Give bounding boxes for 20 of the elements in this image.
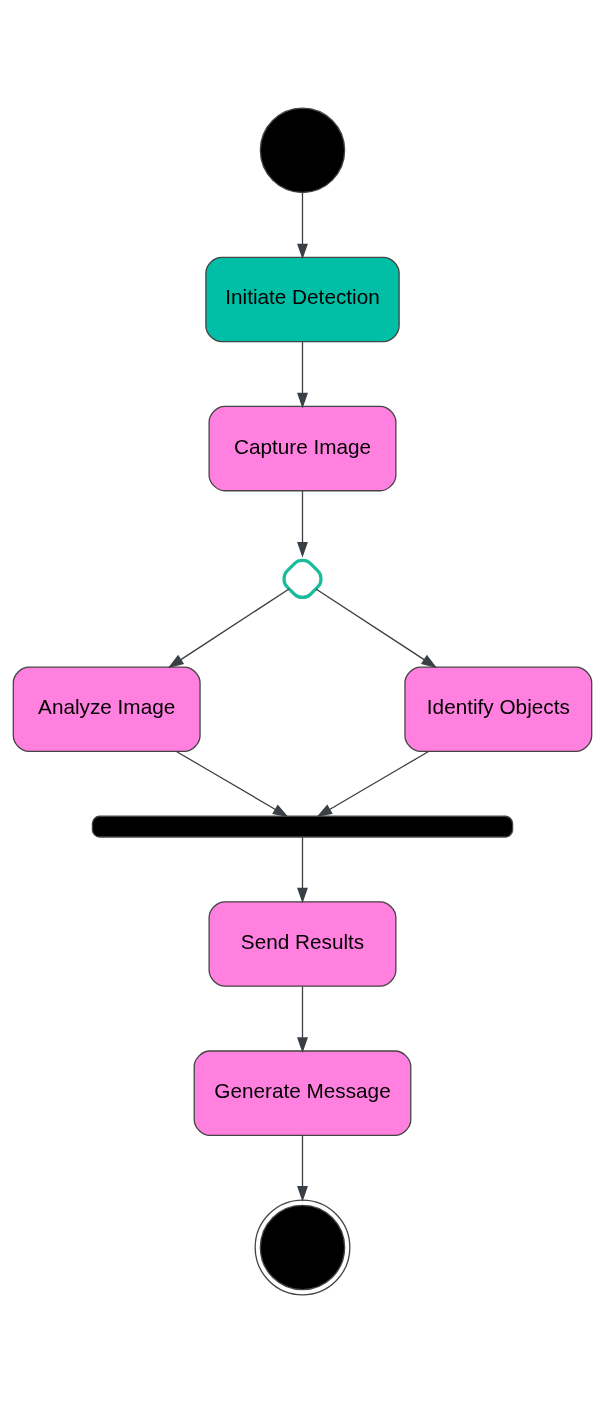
arrow: [297, 985, 308, 1053]
node-box: Generate Message: [193, 1049, 412, 1136]
arrow: [297, 489, 308, 558]
node-box: Initiate Detection: [205, 256, 400, 342]
node-box: Analyze Image: [12, 666, 201, 752]
node-box: Capture Image: [208, 405, 397, 491]
arrow: [168, 587, 290, 668]
arrow: [297, 191, 308, 259]
node-bar: [91, 815, 514, 838]
arrow: [297, 340, 308, 408]
node-box: Identify Objects: [404, 666, 593, 752]
arrow: [297, 836, 308, 903]
node-circle: [254, 1199, 351, 1295]
node-circle: [259, 107, 346, 193]
node-diamond: [282, 558, 323, 599]
arrow: [176, 750, 289, 817]
arrow: [316, 750, 429, 817]
node-box: Send Results: [208, 900, 397, 987]
arrow: [297, 1134, 308, 1202]
arrow: [315, 587, 437, 668]
